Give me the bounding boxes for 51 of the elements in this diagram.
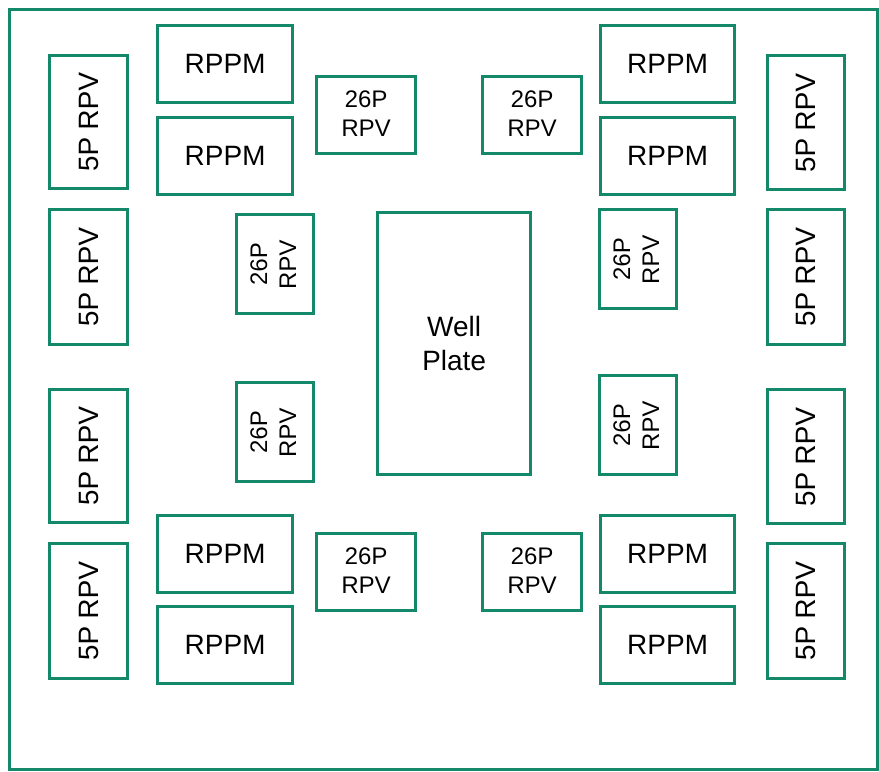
component-box	[766, 388, 846, 525]
component-label: 5P RPV	[72, 227, 105, 327]
component-label: RPPM	[184, 628, 266, 662]
component-box	[48, 208, 129, 346]
component-box	[598, 374, 678, 476]
component-box	[481, 532, 583, 612]
component-label: RPPM	[627, 47, 708, 81]
component-box	[156, 605, 294, 685]
component-box	[48, 54, 129, 190]
component-label: 26P RPV	[340, 86, 392, 144]
component-label: 5P RPV	[789, 72, 822, 172]
component-box	[599, 514, 736, 594]
component-box	[235, 213, 315, 315]
component-label: 26P RPV	[246, 238, 303, 291]
component-label: 26P RPV	[609, 399, 666, 452]
component-label: 5P RPV	[72, 72, 105, 172]
component-box	[481, 75, 583, 155]
component-label: RPPM	[184, 537, 266, 571]
component-label: RPPM	[627, 628, 708, 662]
component-box	[376, 211, 532, 476]
component-box	[315, 75, 417, 155]
component-box	[156, 514, 294, 594]
component-box	[235, 381, 315, 483]
component-box	[315, 532, 417, 612]
component-box	[48, 388, 129, 524]
component-label: 26P RPV	[506, 543, 558, 601]
component-box	[156, 116, 294, 196]
component-label: 5P RPV	[72, 406, 105, 506]
component-label: RPPM	[184, 47, 266, 81]
component-box	[766, 54, 846, 191]
component-box	[766, 542, 846, 680]
component-label: 5P RPV	[72, 561, 105, 661]
component-label: 5P RPV	[789, 561, 822, 661]
component-box	[598, 208, 678, 310]
component-label: 26P RPV	[609, 233, 666, 286]
component-box	[156, 24, 294, 104]
component-label: 5P RPV	[789, 227, 822, 327]
component-box	[599, 116, 736, 196]
component-label: 26P RPV	[340, 543, 392, 601]
component-label: RPPM	[627, 537, 708, 571]
board-outline	[8, 8, 879, 771]
component-label: RPPM	[184, 139, 266, 173]
component-label: 26P RPV	[506, 86, 558, 144]
component-box	[599, 24, 736, 104]
component-label: 26P RPV	[246, 406, 303, 459]
component-label: Well Plate	[421, 310, 487, 378]
component-box	[766, 208, 846, 346]
component-box	[599, 605, 736, 685]
component-label: 5P RPV	[789, 406, 822, 506]
component-box	[48, 542, 129, 680]
component-label: RPPM	[627, 139, 708, 173]
